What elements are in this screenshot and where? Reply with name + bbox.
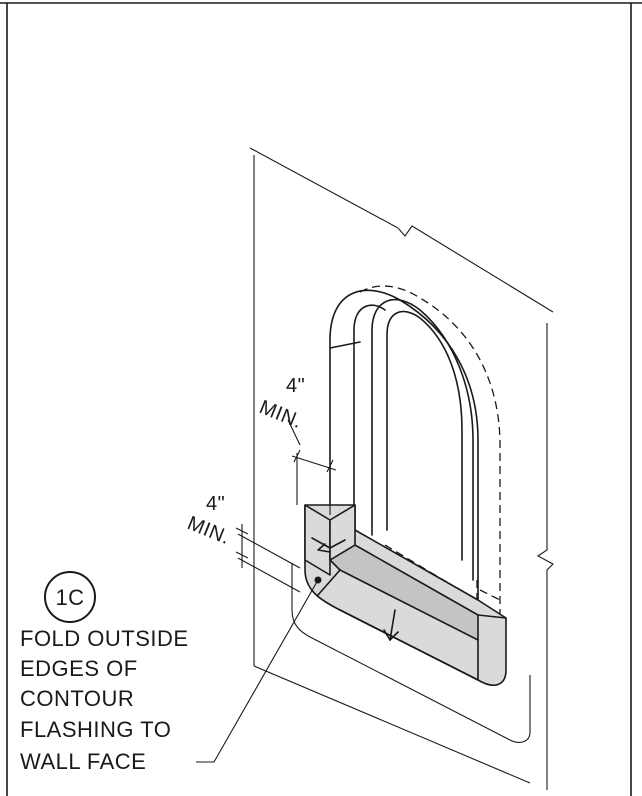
- flashing-note: FOLD OUTSIDE EDGES OF CONTOUR FLASHING T…: [20, 626, 189, 774]
- window-frame: [329, 285, 501, 640]
- dimension-vertical-value: 4": [206, 493, 225, 515]
- wall-panel-outline: [249, 147, 554, 790]
- detail-tag: 1C: [44, 571, 96, 623]
- note-line: FLASHING TO: [20, 717, 171, 742]
- note-leader: [196, 579, 319, 763]
- note-line: WALL FACE: [20, 749, 146, 774]
- wall-face-edge: [291, 563, 531, 743]
- dimension-horizontal-value: 4": [286, 375, 305, 397]
- detail-tag-circle: [44, 571, 96, 623]
- note-line: EDGES OF: [20, 656, 138, 681]
- note-line: FOLD OUTSIDE: [20, 626, 189, 651]
- dimension-horizontal-min: MIN.: [256, 396, 305, 433]
- contour-flashing: [304, 504, 507, 686]
- dimension-vertical: 4" MIN.: [184, 493, 301, 593]
- dimension-vertical-min: MIN.: [184, 512, 233, 549]
- detail-tag-label: 1C: [55, 585, 84, 610]
- dimension-horizontal: 4" MIN.: [256, 375, 337, 515]
- note-line: CONTOUR: [20, 686, 134, 711]
